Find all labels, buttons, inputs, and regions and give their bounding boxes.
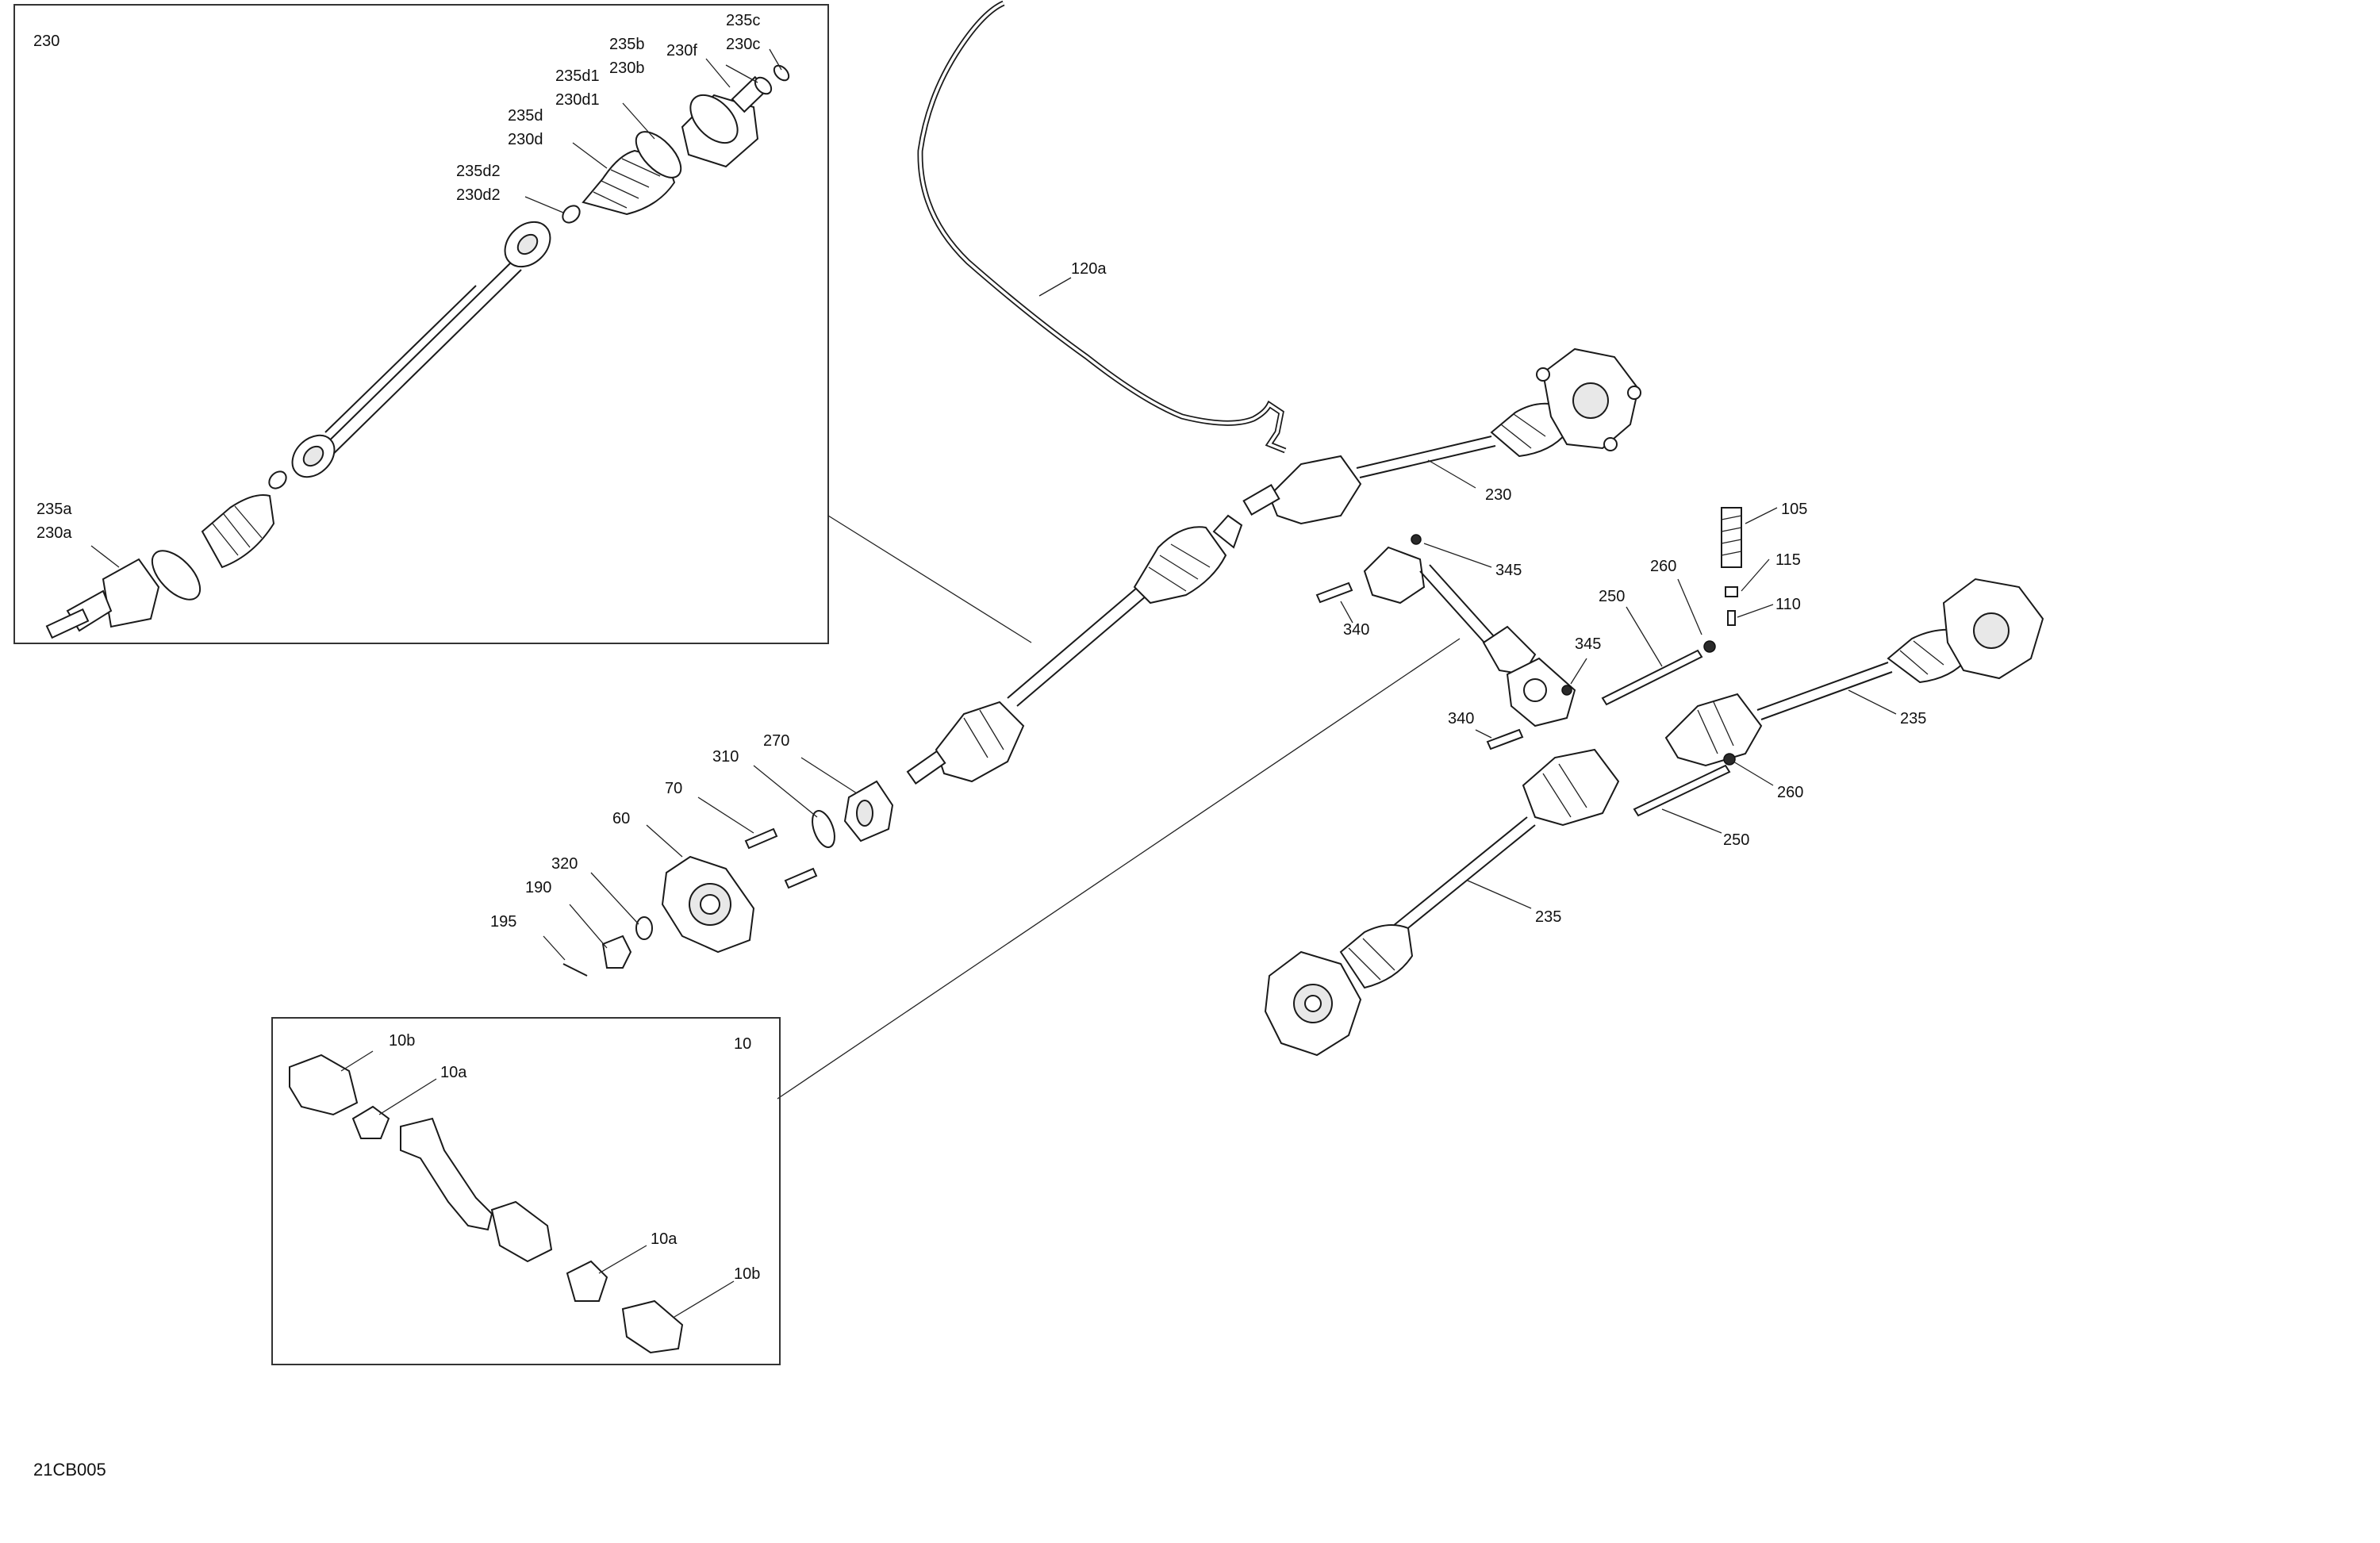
drive-shaft-230: 230: [906, 347, 1641, 785]
callout-230c: 230c: [726, 36, 760, 53]
callout-250-upper: 250: [1599, 588, 1625, 605]
hub-assembly: 270 310 70 60 320 190 195: [490, 732, 894, 977]
callout-190: 190: [525, 879, 551, 896]
callout-70: 70: [665, 780, 682, 797]
callout-230d: 230d: [508, 131, 543, 148]
washer-320: [635, 916, 653, 940]
inset-ring-lower: [151, 550, 202, 601]
inset-yoke-10b-upper: [289, 1054, 359, 1116]
inset-housing-230a: [45, 558, 160, 639]
callout-260-lower: 260: [1777, 784, 1803, 801]
callout-230a: 230a: [36, 524, 72, 542]
callout-120a: 120a: [1071, 260, 1107, 278]
callout-345-lower: 345: [1575, 635, 1601, 653]
callout-10a-lower: 10a: [651, 1230, 678, 1248]
inset-clip-230c: [773, 64, 790, 82]
cable-120a: 120a: [917, 0, 1287, 454]
drive-shaft-235-lower: 235: [1264, 748, 1620, 1057]
callout-230f: 230f: [666, 42, 697, 59]
inset-housing-230b: [681, 75, 769, 168]
inset-230-drive-shaft: [291, 221, 551, 478]
nut-345-upper: [1411, 534, 1422, 545]
callout-195: 195: [490, 913, 516, 931]
inset-10-connector: [777, 638, 1461, 1100]
callout-235d2: 235d2: [456, 163, 501, 180]
drive-shaft-235-upper: 235: [1664, 578, 2044, 767]
circlip-310: [812, 810, 835, 848]
nut-345-lower: [1561, 685, 1572, 696]
spring-group: 105 115 110: [1721, 501, 1807, 626]
inset-230-title: 230: [33, 33, 60, 50]
callout-235b: 235b: [609, 36, 645, 53]
inset-ring-230f: [754, 76, 773, 95]
bolt-70-lower: [784, 867, 818, 889]
callout-340-lower: 340: [1448, 710, 1474, 727]
nut-190: [601, 935, 632, 969]
inset-230-frame: [13, 4, 829, 644]
cotter-pin-195: [562, 963, 588, 977]
bolt-250-upper: 250 260: [1599, 558, 1716, 706]
callout-10b-upper: 10b: [389, 1032, 415, 1050]
inset-ring-230d1: [635, 131, 682, 178]
bolt-340-upper: [1315, 582, 1353, 604]
inset-cross-10a-lower: [566, 1260, 608, 1302]
bolt-250-lower: 260 250: [1633, 753, 1803, 849]
callout-230d2: 230d2: [456, 186, 501, 204]
inset-230: 230: [13, 4, 829, 644]
inset-10-title: 10: [734, 1035, 751, 1053]
callout-235d: 235d: [508, 107, 543, 125]
callout-105: 105: [1781, 501, 1807, 518]
callout-250-lower: 250: [1723, 831, 1749, 849]
callout-260-upper: 260: [1650, 558, 1676, 575]
callout-235c: 235c: [726, 12, 760, 29]
bolt-70-upper: [744, 827, 778, 850]
callout-110: 110: [1775, 596, 1801, 613]
prop-shaft-10: 345 340 345 340: [1315, 534, 1601, 750]
callout-270: 270: [763, 732, 789, 750]
callout-235a: 235a: [36, 501, 72, 518]
callout-235-lower: 235: [1535, 908, 1561, 926]
callout-10b-lower: 10b: [734, 1265, 760, 1283]
inset-230-connector: [827, 515, 1032, 643]
callout-230b: 230b: [609, 59, 645, 77]
inset-yoke-10b-lower: [621, 1299, 684, 1354]
callout-115: 115: [1775, 551, 1801, 569]
inset-boot-lower: [201, 494, 275, 569]
callout-320: 320: [551, 855, 578, 873]
callout-230-main: 230: [1485, 486, 1511, 504]
callout-235d1: 235d1: [555, 67, 600, 85]
inset-clamp-lower: [268, 470, 287, 489]
inset-10-frame: [271, 1017, 781, 1365]
inset-10: 10 10b 10a 10a 10b: [271, 1017, 781, 1365]
inset-clamp-230d2: [562, 205, 581, 224]
callout-230d1: 230d1: [555, 91, 600, 109]
diagram-code: 21CB005: [33, 1460, 106, 1480]
callout-10a-upper: 10a: [440, 1064, 467, 1081]
bolt-340-lower: [1486, 728, 1524, 750]
callout-345-upper: 345: [1495, 562, 1522, 579]
callout-235-upper: 235: [1900, 710, 1926, 727]
callout-340-upper: 340: [1343, 621, 1369, 639]
inset-prop-shaft: [400, 1117, 493, 1231]
callout-60: 60: [612, 810, 630, 827]
callout-310: 310: [712, 748, 739, 766]
